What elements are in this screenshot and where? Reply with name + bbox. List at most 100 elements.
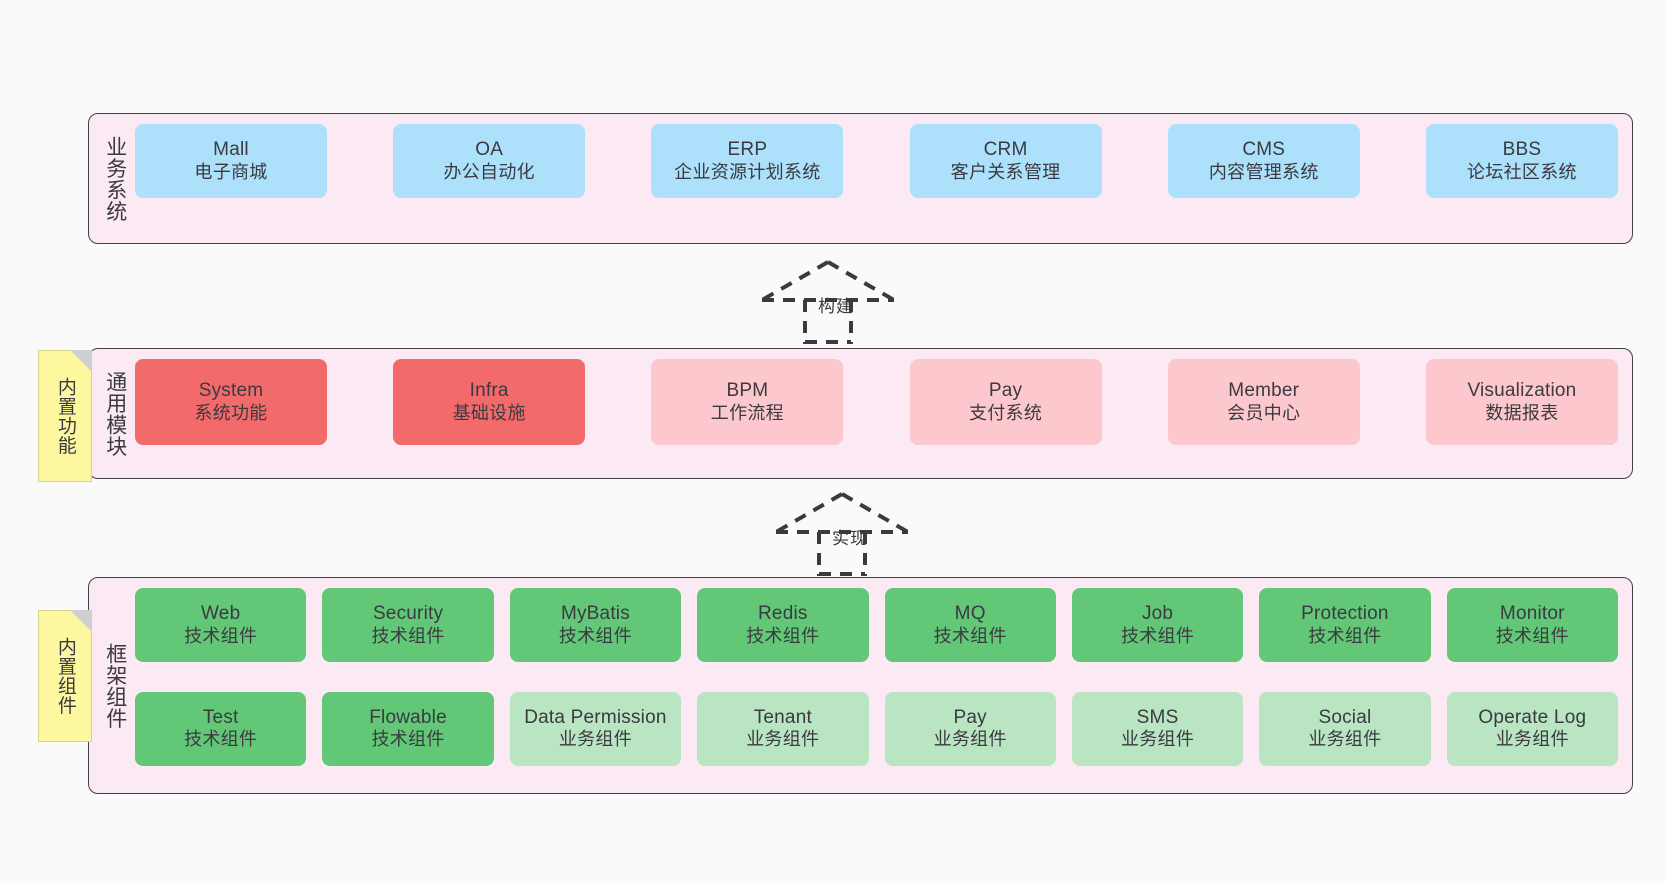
card-title-cn: 技术组件 bbox=[371, 625, 445, 646]
card-redis[interactable]: Redis 技术组件 bbox=[697, 588, 869, 662]
card-pay-module[interactable]: Pay 支付系统 bbox=[909, 359, 1102, 445]
card-title-cn: 技术组件 bbox=[184, 729, 258, 750]
card-title-cn: 业务组件 bbox=[1308, 729, 1382, 750]
card-title-en: Web bbox=[201, 603, 241, 625]
card-title-en: Infra bbox=[469, 380, 509, 402]
card-title-en: Tenant bbox=[753, 706, 812, 728]
card-title-en: Visualization bbox=[1467, 380, 1577, 402]
card-title-cn: 技术组件 bbox=[746, 625, 820, 646]
card-title-en: Monitor bbox=[1499, 603, 1565, 625]
card-title-en: Pay bbox=[988, 380, 1023, 402]
card-data-permission[interactable]: Data Permission 业务组件 bbox=[509, 691, 682, 766]
card-title-en: Job bbox=[1141, 603, 1174, 625]
card-title-cn: 企业资源计划系统 bbox=[674, 161, 821, 182]
card-title-cn: 办公自动化 bbox=[443, 161, 535, 182]
card-title-cn: 业务组件 bbox=[746, 729, 820, 750]
card-title-en: System bbox=[198, 380, 264, 402]
connector-build: 构建 bbox=[758, 258, 898, 344]
card-cms[interactable]: CMS 内容管理系统 bbox=[1167, 124, 1360, 198]
card-title-cn: 会员中心 bbox=[1227, 402, 1301, 423]
card-title-cn: 技术组件 bbox=[558, 625, 633, 646]
card-title-en: Operate Log bbox=[1478, 706, 1587, 728]
card-bbs[interactable]: BBS 论坛社区系统 bbox=[1425, 124, 1618, 198]
card-title-cn: 技术组件 bbox=[1495, 625, 1569, 646]
card-mq[interactable]: MQ 技术组件 bbox=[884, 588, 1056, 662]
card-title-en: Flowable bbox=[369, 706, 447, 728]
card-visualization[interactable]: Visualization 数据报表 bbox=[1425, 359, 1618, 445]
card-title-en: Member bbox=[1228, 380, 1300, 402]
card-title-cn: 客户关系管理 bbox=[950, 161, 1061, 182]
card-title-en: CMS bbox=[1242, 139, 1286, 161]
card-title-cn: 技术组件 bbox=[184, 625, 258, 646]
card-job[interactable]: Job 技术组件 bbox=[1071, 588, 1244, 662]
modules-card-row: System 系统功能 Infra 基础设施 BPM 工作流程 Pay 支付系统… bbox=[135, 359, 1618, 468]
card-title-en: MyBatis bbox=[560, 603, 630, 625]
card-title-en: Protection bbox=[1301, 603, 1389, 625]
card-oa[interactable]: OA 办公自动化 bbox=[393, 124, 586, 198]
layer-business-body: Mall 电子商城 OA 办公自动化 ERP 企业资源计划系统 CRM 客户关系… bbox=[135, 124, 1618, 233]
card-sms[interactable]: SMS 业务组件 bbox=[1071, 691, 1244, 766]
card-title-en: MQ bbox=[954, 603, 986, 625]
card-infra[interactable]: Infra 基础设施 bbox=[393, 359, 586, 445]
card-title-cn: 工作流程 bbox=[710, 402, 784, 423]
layer-business-systems: 业务系统 Mall 电子商城 OA 办公自动化 ERP 企业资源计划系统 CRM… bbox=[88, 113, 1633, 244]
connector-implement-label: 实现 bbox=[832, 529, 868, 548]
card-title-cn: 业务组件 bbox=[1120, 729, 1195, 750]
sticky-note-builtin-components: 内置组件 bbox=[38, 610, 92, 742]
card-title-en: Test bbox=[202, 706, 239, 728]
card-title-cn: 系统功能 bbox=[194, 402, 268, 423]
card-bpm[interactable]: BPM 工作流程 bbox=[651, 359, 844, 445]
card-security[interactable]: Security 技术组件 bbox=[322, 588, 494, 662]
sticky-note-label: 内置组件 bbox=[54, 637, 76, 715]
sticky-note-label: 内置功能 bbox=[54, 377, 76, 455]
card-social[interactable]: Social 业务组件 bbox=[1259, 691, 1431, 766]
card-title-en: Social bbox=[1318, 706, 1372, 728]
card-title-en: BBS bbox=[1502, 139, 1542, 161]
card-flowable[interactable]: Flowable 技术组件 bbox=[322, 691, 494, 766]
card-monitor[interactable]: Monitor 技术组件 bbox=[1446, 588, 1618, 662]
card-test[interactable]: Test 技术组件 bbox=[135, 691, 307, 766]
layer-business-label: 业务系统 bbox=[103, 135, 127, 222]
framework-row-tech: Web 技术组件 Security 技术组件 MyBatis 技术组件 Redi… bbox=[135, 588, 1618, 680]
card-title-en: BPM bbox=[726, 380, 769, 402]
card-title-cn: 论坛社区系统 bbox=[1467, 161, 1577, 182]
business-card-row: Mall 电子商城 OA 办公自动化 ERP 企业资源计划系统 CRM 客户关系… bbox=[135, 124, 1618, 233]
card-title-en: SMS bbox=[1136, 706, 1179, 728]
card-member[interactable]: Member 会员中心 bbox=[1167, 359, 1360, 445]
card-erp[interactable]: ERP 企业资源计划系统 bbox=[651, 124, 844, 198]
layer-framework-body: Web 技术组件 Security 技术组件 MyBatis 技术组件 Redi… bbox=[135, 588, 1618, 783]
card-protection[interactable]: Protection 技术组件 bbox=[1259, 588, 1431, 662]
card-title-cn: 技术组件 bbox=[371, 729, 445, 750]
card-title-cn: 支付系统 bbox=[968, 402, 1043, 423]
card-pay-component[interactable]: Pay 业务组件 bbox=[884, 691, 1056, 766]
layer-modules-label: 通用模块 bbox=[103, 370, 127, 457]
card-title-en: Pay bbox=[953, 706, 987, 728]
card-title-en: Mall bbox=[213, 139, 249, 161]
layer-common-modules: 通用模块 System 系统功能 Infra 基础设施 BPM 工作流程 Pay… bbox=[88, 348, 1633, 479]
card-web[interactable]: Web 技术组件 bbox=[135, 588, 307, 662]
card-title-cn: 电子商城 bbox=[194, 161, 268, 182]
card-title-cn: 内容管理系统 bbox=[1208, 161, 1319, 182]
card-tenant[interactable]: Tenant 业务组件 bbox=[697, 691, 869, 766]
card-title-cn: 技术组件 bbox=[933, 625, 1007, 646]
card-title-en: Data Permission bbox=[524, 706, 667, 728]
card-title-cn: 基础设施 bbox=[452, 402, 526, 423]
card-system[interactable]: System 系统功能 bbox=[135, 359, 327, 445]
card-crm[interactable]: CRM 客户关系管理 bbox=[909, 124, 1102, 198]
layer-framework-label: 框架组件 bbox=[103, 642, 127, 729]
card-title-cn: 技术组件 bbox=[1120, 625, 1195, 646]
card-mybatis[interactable]: MyBatis 技术组件 bbox=[509, 588, 682, 662]
card-title-cn: 业务组件 bbox=[558, 729, 633, 750]
card-title-cn: 数据报表 bbox=[1485, 402, 1559, 423]
card-title-en: OA bbox=[475, 139, 504, 161]
card-operate-log[interactable]: Operate Log 业务组件 bbox=[1446, 691, 1618, 766]
card-title-cn: 业务组件 bbox=[933, 729, 1007, 750]
card-title-en: Redis bbox=[758, 603, 808, 625]
card-mall[interactable]: Mall 电子商城 bbox=[135, 124, 327, 198]
framework-row-business: Test 技术组件 Flowable 技术组件 Data Permission … bbox=[135, 691, 1618, 784]
sticky-note-builtin-functions: 内置功能 bbox=[38, 350, 92, 482]
layer-modules-body: System 系统功能 Infra 基础设施 BPM 工作流程 Pay 支付系统… bbox=[135, 359, 1618, 468]
card-title-cn: 技术组件 bbox=[1308, 625, 1382, 646]
connector-implement: 实现 bbox=[772, 490, 912, 576]
layer-framework-components: 框架组件 Web 技术组件 Security 技术组件 MyBatis 技术组件… bbox=[88, 577, 1633, 794]
